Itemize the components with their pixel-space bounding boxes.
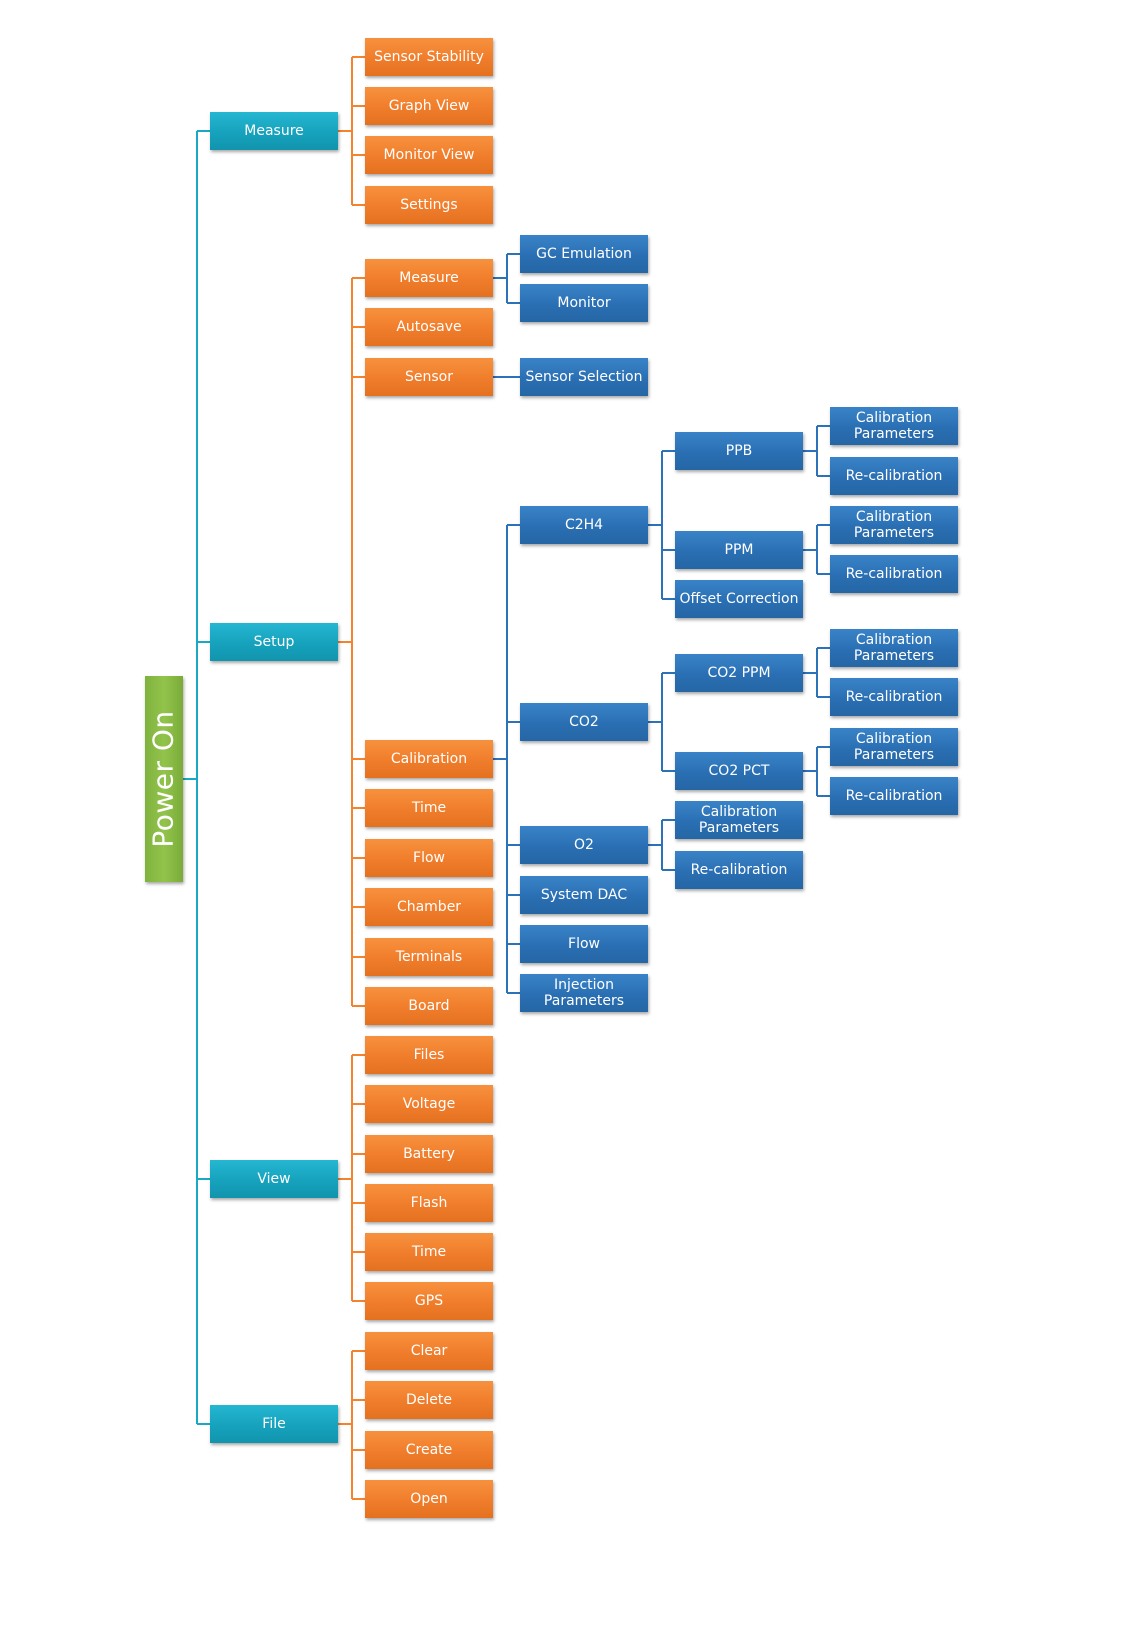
c2h4-offset-correction: Offset Correction <box>675 580 803 618</box>
ppm-re-calibration: Re-calibration <box>830 555 958 593</box>
connector-c2h4 <box>648 450 675 600</box>
file-item-delete: Delete <box>365 1381 493 1419</box>
co2-ppm: CO2 PPM <box>675 654 803 692</box>
menu-setup: Setup <box>210 623 338 661</box>
view-item-time: Time <box>365 1233 493 1271</box>
view-item-voltage: Voltage <box>365 1085 493 1123</box>
view-item-battery: Battery <box>365 1135 493 1173</box>
measure-item-settings: Settings <box>365 186 493 224</box>
calibration-system-dac: System DAC <box>520 876 648 914</box>
connector-co2 <box>648 672 675 772</box>
connector-measure <box>338 56 365 206</box>
setup-item-autosave: Autosave <box>365 308 493 346</box>
co2-pct-re-calibration: Re-calibration <box>830 777 958 815</box>
setup-item-calibration: Calibration <box>365 740 493 778</box>
setup-measure-gc-emulation: GC Emulation <box>520 235 648 273</box>
setup-item-measure: Measure <box>365 259 493 297</box>
menu-measure: Measure <box>210 112 338 150</box>
calibration-injection-parameters: Injection Parameters <box>520 974 648 1012</box>
menu-file: File <box>210 1405 338 1443</box>
calibration-co2: CO2 <box>520 703 648 741</box>
setup-item-time: Time <box>365 789 493 827</box>
calibration-flow: Flow <box>520 925 648 963</box>
setup-sensor-selection: Sensor Selection <box>520 358 648 396</box>
co2-ppm-re-calibration: Re-calibration <box>830 678 958 716</box>
c2h4-ppb: PPB <box>675 432 803 470</box>
measure-item-monitor-view: Monitor View <box>365 136 493 174</box>
co2-pct-calibration-parameters: Calibration Parameters <box>830 728 958 766</box>
menu-view: View <box>210 1160 338 1198</box>
connector-ppm <box>803 524 830 575</box>
calibration-c2h4: C2H4 <box>520 506 648 544</box>
connector-co2-ppm <box>803 647 830 698</box>
view-item-files: Files <box>365 1036 493 1074</box>
ppb-re-calibration: Re-calibration <box>830 457 958 495</box>
setup-item-flow: Flow <box>365 839 493 877</box>
setup-item-board: Board <box>365 987 493 1025</box>
measure-item-graph-view: Graph View <box>365 87 493 125</box>
co2-ppm-calibration-parameters: Calibration Parameters <box>830 629 958 667</box>
setup-measure-monitor: Monitor <box>520 284 648 322</box>
o2-calibration-parameters: Calibration Parameters <box>675 801 803 839</box>
ppb-calibration-parameters: Calibration Parameters <box>830 407 958 445</box>
setup-item-chamber: Chamber <box>365 888 493 926</box>
setup-item-sensor: Sensor <box>365 358 493 396</box>
connector-setup <box>338 277 365 1007</box>
connector-setup-measure <box>493 253 520 304</box>
calibration-o2: O2 <box>520 826 648 864</box>
connector-ppb <box>803 425 830 477</box>
file-item-open: Open <box>365 1480 493 1518</box>
connector-o2 <box>648 819 675 871</box>
o2-re-calibration: Re-calibration <box>675 851 803 889</box>
view-item-gps: GPS <box>365 1282 493 1320</box>
root-node-power-on: Power On <box>145 676 183 882</box>
file-item-create: Create <box>365 1431 493 1469</box>
connector-view <box>338 1054 365 1302</box>
c2h4-ppm: PPM <box>675 531 803 569</box>
measure-item-sensor-stability: Sensor Stability <box>365 38 493 76</box>
connector-file <box>338 1350 365 1500</box>
view-item-flash: Flash <box>365 1184 493 1222</box>
ppm-calibration-parameters: Calibration Parameters <box>830 506 958 544</box>
file-item-clear: Clear <box>365 1332 493 1370</box>
co2-pct: CO2 PCT <box>675 752 803 790</box>
connector-calibration <box>493 524 520 994</box>
setup-item-terminals: Terminals <box>365 938 493 976</box>
connector-root <box>183 130 210 1425</box>
root-label: Power On <box>147 710 180 848</box>
connector-co2-pct <box>803 746 830 797</box>
